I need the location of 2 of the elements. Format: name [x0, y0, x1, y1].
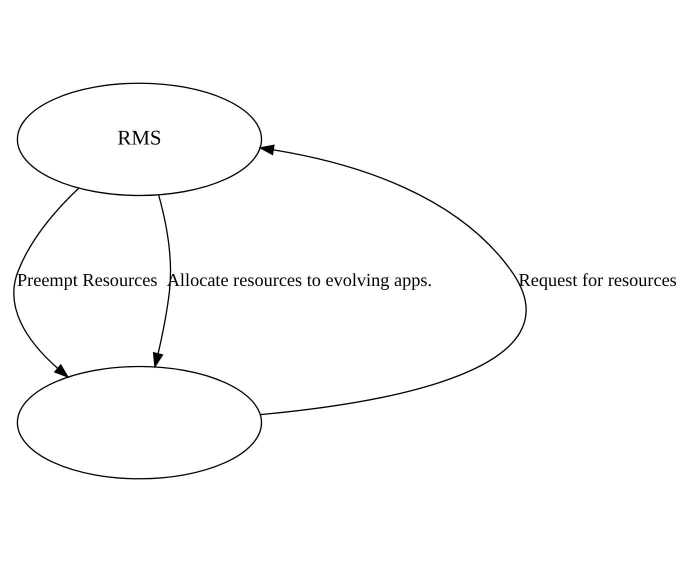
edge-label: Request for resources — [518, 270, 677, 290]
edge-label: Preempt Resources — [16, 270, 158, 290]
